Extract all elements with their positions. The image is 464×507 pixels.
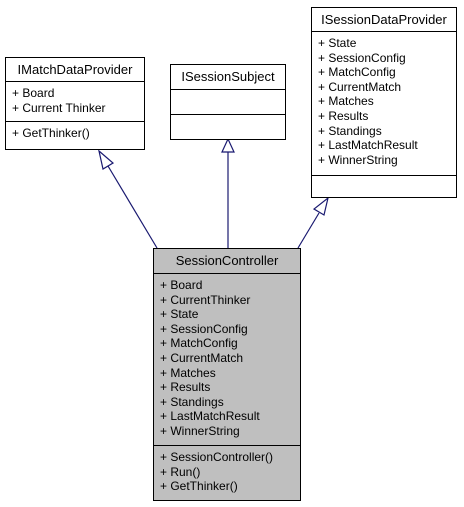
arrowhead-isessionsubject [221, 137, 235, 153]
class-name: ISessionSubject [171, 65, 285, 90]
class-name: IMatchDataProvider [6, 58, 144, 82]
attribute: + LastMatchResult [160, 409, 260, 424]
method: + GetThinker() [160, 479, 238, 494]
attribute: + SessionConfig [318, 50, 406, 65]
attribute: + CurrentMatch [160, 350, 244, 365]
attribute: + Current Thinker [12, 100, 106, 115]
method: + Run() [160, 464, 201, 479]
edge-controller-to-isessiondataprovider [297, 212, 320, 249]
method: + SessionController() [160, 450, 274, 464]
attributes-section: + State + SessionConfig + MatchConfig + … [312, 32, 456, 176]
arrowhead-imatchdataprovider [98, 149, 115, 170]
methods-section: + GetThinker() [6, 122, 144, 145]
class-name: SessionController [154, 249, 300, 274]
methods-section [171, 115, 285, 139]
attribute: + Board [12, 86, 55, 100]
class-box-isessiondataprovider[interactable]: ISessionDataProvider + State + SessionCo… [311, 7, 457, 198]
attribute: + State [318, 36, 357, 50]
class-box-imatchdataprovider[interactable]: IMatchDataProvider + Board + Current Thi… [5, 57, 145, 150]
methods-section: + SessionController() + Run() + GetThink… [154, 446, 300, 498]
class-box-sessioncontroller[interactable]: SessionController + Board + CurrentThink… [153, 248, 301, 501]
attribute: + Board [160, 278, 203, 292]
attribute: + CurrentThinker [160, 292, 251, 307]
attribute: + Standings [160, 394, 224, 409]
attribute: + WinnerString [318, 152, 398, 167]
attributes-section: + Board + Current Thinker [6, 82, 144, 122]
method: + GetThinker() [12, 126, 90, 140]
attributes-section [171, 90, 285, 115]
attribute: + Results [318, 108, 369, 123]
attribute: + WinnerString [160, 423, 240, 438]
attribute: + SessionConfig [160, 321, 248, 336]
attribute: + MatchConfig [160, 336, 238, 351]
attribute: + CurrentMatch [318, 79, 402, 94]
attribute: + LastMatchResult [318, 138, 418, 153]
arrowhead-isessiondataprovider [312, 196, 329, 216]
attribute: + Results [160, 380, 211, 395]
class-name: ISessionDataProvider [312, 8, 456, 32]
attribute: + State [160, 307, 199, 322]
attribute: + Matches [318, 94, 374, 109]
attributes-section: + Board + CurrentThinker + State + Sessi… [154, 274, 300, 446]
attribute: + MatchConfig [318, 65, 396, 80]
class-box-isessionsubject[interactable]: ISessionSubject [170, 64, 286, 140]
attribute: + Standings [318, 123, 382, 138]
edge-controller-to-imatchdataprovider [107, 165, 158, 249]
attribute: + Matches [160, 365, 216, 380]
